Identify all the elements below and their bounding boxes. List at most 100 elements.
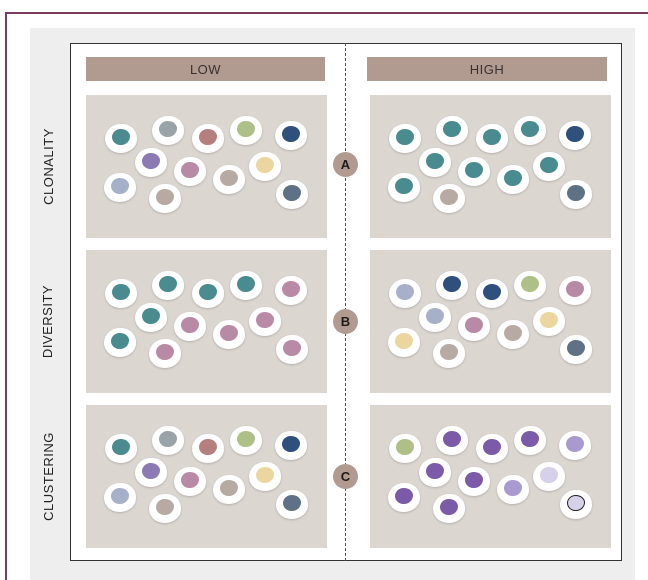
header-high: HIGH [367,57,607,81]
cell-nucleus [465,317,483,333]
cell [497,165,529,194]
badge-c: C [333,464,358,489]
cell [476,124,508,153]
cell-nucleus [159,276,177,292]
cell [533,152,565,181]
cell [388,328,420,357]
cell [249,307,281,336]
cell-nucleus [112,439,130,455]
cell [152,271,184,300]
cell-nucleus [566,436,584,452]
cell-nucleus [199,129,217,145]
cell-nucleus [199,284,217,300]
cell-nucleus [395,488,413,504]
panel-diversity-high [370,250,611,393]
cell-nucleus [566,281,584,297]
cell [230,116,262,145]
cell-nucleus [156,189,174,205]
cell-nucleus [181,317,199,333]
cell [389,434,421,463]
cell [476,279,508,308]
cell-nucleus [181,472,199,488]
panel-clonality-low [86,95,327,238]
cell [436,116,468,145]
cell [533,462,565,491]
cell-nucleus [237,431,255,447]
cell [135,303,167,332]
cell [230,271,262,300]
row-label-clustering: CLUSTERING [40,432,56,521]
cell-nucleus [220,170,238,186]
cell-nucleus [396,439,414,455]
panel-clonality-high [370,95,611,238]
cell [436,426,468,455]
cell-nucleus [426,463,444,479]
cell-nucleus [567,495,585,511]
cell [458,467,490,496]
cell-nucleus [282,281,300,297]
header-low: LOW [86,57,325,81]
cell-nucleus [256,467,274,483]
cell-nucleus [443,276,461,292]
cell [559,121,591,150]
cell [388,483,420,512]
cell [275,276,307,305]
cell [560,490,592,519]
cell-nucleus [283,185,301,201]
cell-nucleus [282,126,300,142]
center-divider [345,43,346,561]
cell-nucleus [159,431,177,447]
badge-a: A [333,152,358,177]
cell [514,271,546,300]
cell [174,312,206,341]
cell [213,475,245,504]
cell-nucleus [396,284,414,300]
cell [388,173,420,202]
cell [497,475,529,504]
cell [276,180,308,209]
cell [533,307,565,336]
cell-nucleus [540,312,558,328]
cell-nucleus [156,499,174,515]
panel-clustering-low [86,405,327,548]
cell-nucleus [142,463,160,479]
badge-b: B [333,309,358,334]
cell-nucleus [283,495,301,511]
cell [192,124,224,153]
cell-nucleus [220,480,238,496]
cell [149,494,181,523]
cell-nucleus [237,121,255,137]
cell-nucleus [521,276,539,292]
frame-top-border [5,12,648,14]
cell [105,124,137,153]
cell-nucleus [111,333,129,349]
cell-nucleus [443,121,461,137]
cell-nucleus [440,344,458,360]
cell-nucleus [256,157,274,173]
panel-diversity-low [86,250,327,393]
row-label-diversity: DIVERSITY [40,284,56,359]
cell [497,320,529,349]
cell [276,335,308,364]
cell-nucleus [504,480,522,496]
cell-nucleus [465,472,483,488]
cell-nucleus [283,340,301,356]
cell-nucleus [426,308,444,324]
cell [419,458,451,487]
panel-clustering-high [370,405,611,548]
cell [476,434,508,463]
cell-nucleus [142,153,160,169]
cell-nucleus [142,308,160,324]
cell [104,483,136,512]
cell [559,276,591,305]
cell-nucleus [111,488,129,504]
cell-nucleus [220,325,238,341]
cell-nucleus [426,153,444,169]
cell [249,462,281,491]
cell-nucleus [256,312,274,328]
cell-nucleus [181,162,199,178]
cell [458,157,490,186]
cell [213,320,245,349]
cell-nucleus [483,284,501,300]
cell [213,165,245,194]
